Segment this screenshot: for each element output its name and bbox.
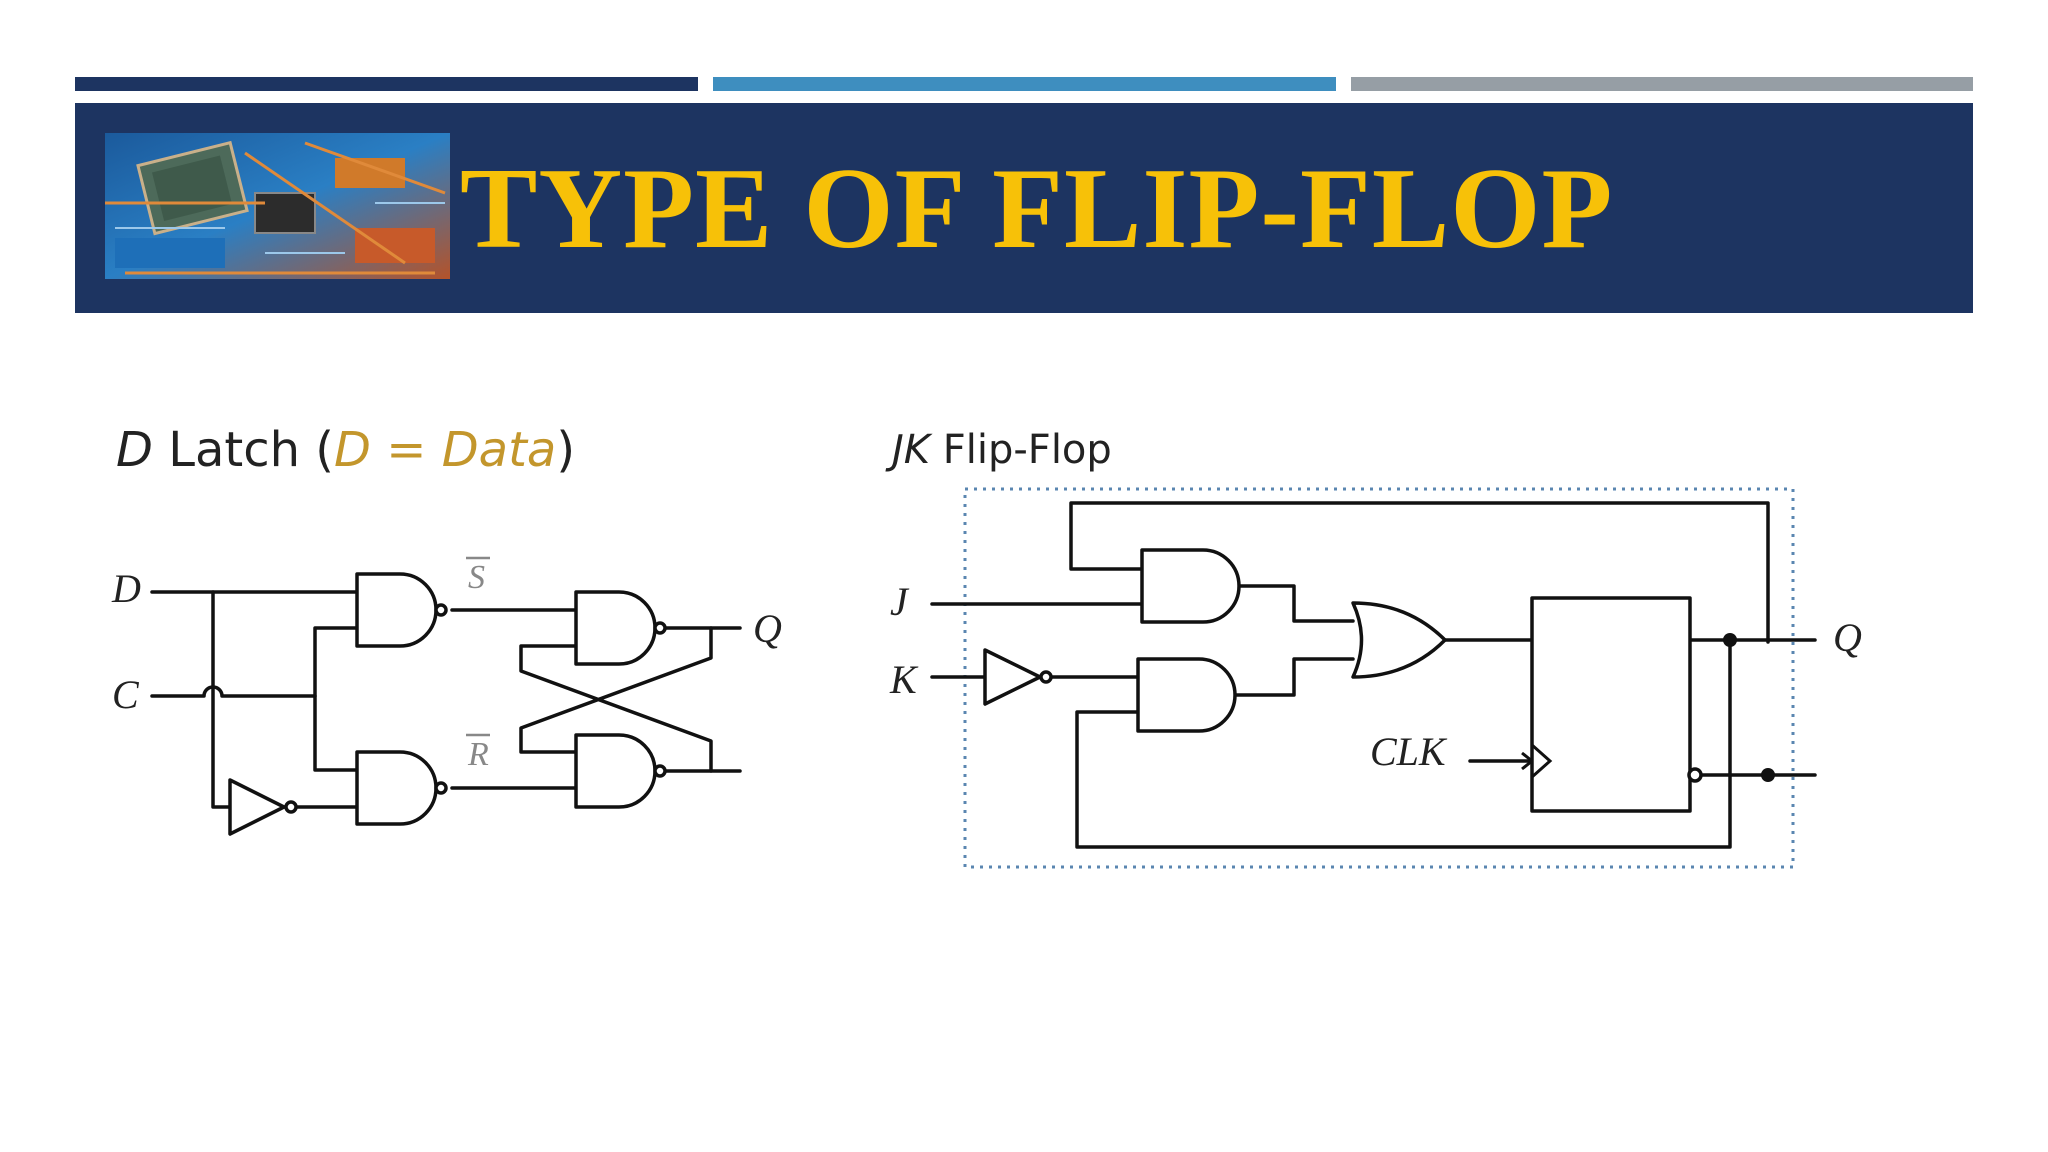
d-latch-input-c-label: C — [112, 672, 140, 717]
and-top-out-wire — [1238, 584, 1355, 623]
d-latch-caption-suffix: ) — [556, 422, 576, 478]
d-latch-r-bar-label: R — [467, 736, 489, 773]
d-latch-s-bar-label: S — [468, 559, 485, 596]
d-branch-wire — [211, 590, 232, 809]
nand-gate-latch-top — [574, 590, 667, 666]
d-latch-caption-word: Latch ( — [152, 422, 334, 478]
d-latch-schematic: D C Q S R — [111, 556, 782, 836]
accent-bar-navy — [75, 77, 698, 91]
q-feedback-loop — [1069, 501, 1770, 644]
jk-input-k-label: K — [889, 657, 919, 702]
slide-title: TYPE OF FLIP-FLOP — [460, 145, 1614, 273]
jk-caption-prefix: JK — [892, 427, 931, 473]
qbar-feedback-loop — [1075, 640, 1732, 849]
accent-bar-blue — [713, 77, 1336, 91]
jk-clk-label: CLK — [1370, 729, 1448, 774]
circuit-board-photo-icon — [105, 133, 450, 279]
jk-caption-word: Flip-Flop — [930, 427, 1112, 473]
title-banner: TYPE OF FLIP-FLOP — [75, 103, 1973, 313]
c-wire — [150, 685, 317, 698]
jk-flip-flop-diagram: JK Flip-Flop J K CLK D Q Q Q — [880, 415, 1900, 885]
feedback-wire-bottom — [519, 644, 713, 773]
inverter-gate — [228, 778, 298, 836]
c-branch-wire — [313, 626, 359, 772]
nand-gate-top — [355, 572, 448, 648]
q-junction-dot — [1723, 633, 1737, 647]
qbar-junction-dot — [1761, 768, 1775, 782]
feedback-wire-top — [519, 626, 713, 754]
jk-input-j-label: J — [890, 579, 910, 624]
nand-gate-bottom — [355, 750, 448, 826]
jk-output-q-label: Q — [1833, 615, 1862, 660]
d-latch-input-d-label: D — [111, 566, 141, 611]
d-latch-caption-prefix: D — [116, 422, 153, 478]
d-latch-caption: D Latch (D = Data) — [116, 422, 575, 478]
jk-inverter-gate — [983, 648, 1053, 706]
or-gate — [1351, 601, 1447, 679]
and-gate-bottom — [1136, 657, 1237, 733]
jk-schematic: J K CLK D Q Q Q — [889, 487, 1862, 869]
accent-bar-gray — [1351, 77, 1973, 91]
and-gate-top — [1140, 548, 1241, 624]
d-latch-diagram: D Latch (D = Data) D C Q S R — [100, 410, 790, 850]
nand-gate-latch-bottom — [574, 733, 667, 809]
d-latch-output-q-label: Q — [753, 606, 782, 651]
and-bottom-out-wire — [1234, 657, 1355, 697]
jk-caption: JK Flip-Flop — [892, 427, 1112, 473]
d-latch-caption-formula: D = Data — [334, 422, 557, 478]
d-flip-flop-block — [1530, 596, 1703, 813]
